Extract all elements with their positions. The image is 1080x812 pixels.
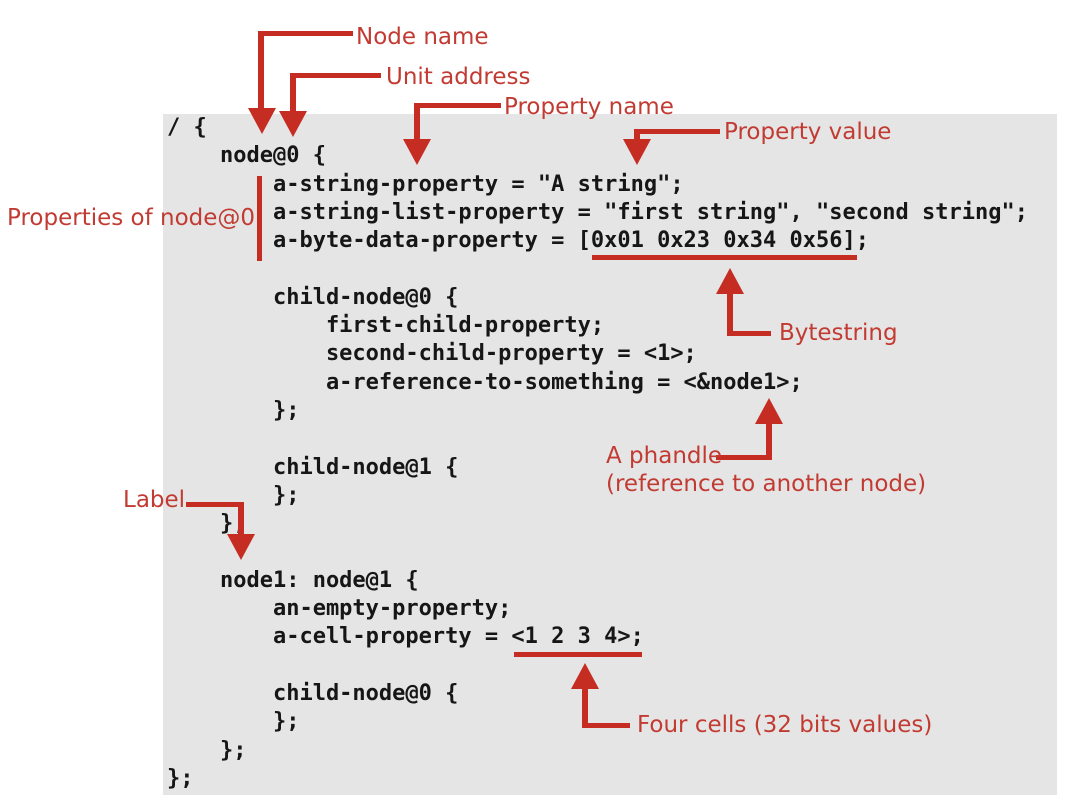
property-name-label: Property name [504,94,674,120]
arrowhead-down-icon [403,139,431,165]
code-block: / { node@0 { a-string-property = "A stri… [167,114,1028,793]
node-name-connector-line [258,31,264,109]
code-line: / { [167,115,207,140]
code-line: node@0 { [167,143,326,169]
code-line: child-node@1 { [167,454,459,480]
arrowhead-up-icon [755,398,783,424]
code-line: a-cell-property = <1 2 3 4>; [167,624,644,650]
label-connector-line [186,502,244,507]
arrowhead-up-icon [716,268,744,294]
properties-bracket-line [257,176,262,261]
code-line: }; [167,482,300,508]
code-line [167,538,1028,566]
code-line: second-child-property = <1>; [167,341,697,367]
property-value-connector-line [640,129,720,134]
phandle-sublabel: (reference to another node) [606,471,927,497]
label-annotation-label: Label [123,487,186,513]
code-line: }; [167,511,247,537]
code-line: child-node@0 { [167,284,459,310]
code-line: }; [167,765,194,791]
label-connector-line [238,502,244,536]
property-value-connector-line [634,129,640,141]
unit-address-connector-line [290,73,296,113]
four-cells-label: Four cells (32 bits values) [637,712,933,738]
phandle-connector-line [766,422,772,460]
code-line: a-string-property = "A string"; [167,171,684,197]
arrowhead-up-icon [571,663,599,689]
property-name-connector-line [414,103,420,141]
code-line: a-byte-data-property = [0x01 0x23 0x34 0… [167,228,869,254]
code-line [167,425,1028,453]
arrowhead-down-icon [248,108,276,134]
code-line: node1: node@1 { [167,567,419,593]
four-cells-connector-line [582,687,588,728]
node-name-connector-line [261,31,353,36]
node-name-label: Node name [356,24,489,50]
bytestring-underline [592,255,857,260]
properties-of-node0-label: Properties of node@0 [7,205,256,231]
four-cells-connector-line [582,723,630,728]
bytestring-connector-line [727,292,733,336]
property-value-label: Property value [724,119,892,145]
code-line: }; [167,397,300,423]
arrowhead-down-icon [279,111,307,137]
arrowhead-down-icon [623,139,651,165]
bytestring-connector-line [727,331,771,336]
arrowhead-down-icon [227,534,255,560]
code-line: a-string-list-property = "first string",… [167,199,1028,225]
bytestring-label: Bytestring [779,320,898,346]
phandle-connector-line [716,455,772,460]
four-cells-underline [514,652,642,657]
code-line: child-node@0 { [167,680,459,706]
unit-address-connector-line [293,73,381,78]
unit-address-label: Unit address [386,64,531,90]
code-line: }; [167,737,247,763]
code-line: }; [167,709,300,735]
code-panel [163,114,1057,795]
property-name-connector-line [417,103,501,108]
phandle-label: A phandle [606,443,723,469]
code-line: an-empty-property; [167,596,512,622]
code-line: a-reference-to-something = <&node1>; [167,369,803,395]
code-line: first-child-property; [167,313,605,339]
